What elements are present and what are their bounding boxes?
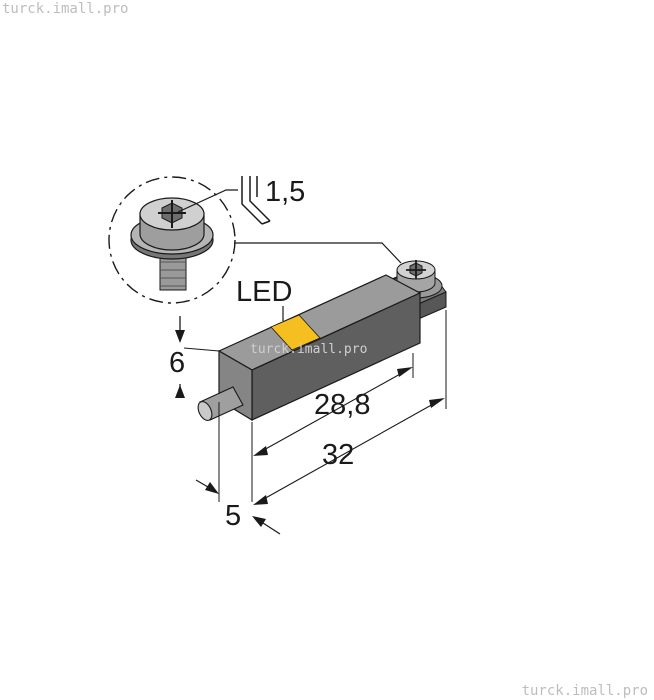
body-length-dimension [251,353,414,502]
sensor-cable [197,386,244,421]
torque-label: 1,5 [265,176,305,208]
watermark-bottom: turck.imall.pro [521,683,648,699]
width-label: 5 [225,500,241,532]
width-dimension [195,402,281,535]
mounting-screw [389,260,443,299]
torque-leader [177,189,238,213]
hex-key-icon [241,176,271,225]
screw-detail [108,176,236,304]
height-label: 6 [169,347,185,379]
watermark-top: turck.imall.pro [2,1,129,17]
body-length-label: 28,8 [314,389,370,421]
led-label: LED [236,276,292,308]
total-length-label: 32 [322,439,354,471]
watermark-center: turck.imall.pro [250,342,368,357]
detail-leader [234,242,402,264]
height-dimension [175,316,220,398]
led-window [270,314,321,351]
total-length-dimension [253,310,447,505]
